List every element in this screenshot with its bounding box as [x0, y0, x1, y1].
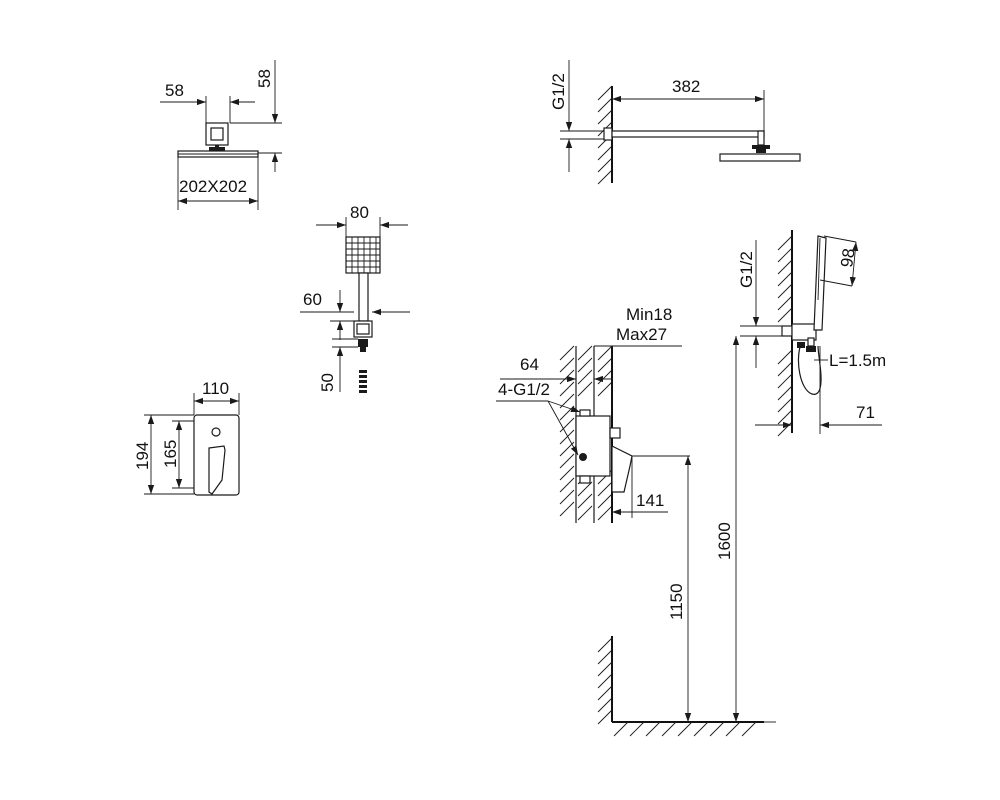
dim-hand-holder: 60 — [303, 290, 322, 309]
installation-heights: 1150 1600 — [597, 336, 776, 737]
valve-handle — [611, 445, 633, 493]
dim-valve-width: 64 — [520, 355, 539, 374]
dim-outlet-offset: 71 — [856, 403, 875, 422]
dim-outlet-hose-length: L=1.5m — [829, 351, 886, 370]
dim-outlet-height: 1600 — [715, 522, 734, 560]
dim-head-height: 58 — [255, 69, 274, 88]
dim-valve-projection: 141 — [636, 491, 664, 510]
dim-cover-height-outer: 194 — [133, 442, 152, 470]
wall-outlet-hand-shower — [813, 235, 827, 331]
dim-valve-height: 1150 — [667, 583, 686, 620]
wall-outlet-view: 98 L=1.5m 71 G1/2 — [737, 230, 886, 437]
shower-arm-view: 382 G1/2 — [549, 60, 801, 185]
dim-outlet-thread: G1/2 — [737, 251, 756, 288]
cover-plate-screw — [211, 427, 221, 437]
dim-outlet-handshower: 98 — [837, 247, 858, 268]
dim-arm-length: 382 — [672, 77, 700, 96]
valve-body — [575, 415, 611, 477]
dim-head-width: 58 — [165, 81, 184, 100]
valve-body-view: Min18 Max27 64 4-G1/2 141 — [496, 305, 690, 523]
cover-plate-handle — [208, 445, 226, 495]
hand-shower-view: 80 60 50 — [300, 203, 410, 393]
dim-cover-width: 110 — [202, 379, 229, 398]
wall-outlet-hose — [797, 343, 822, 395]
dim-head-plate: 202X202 — [179, 177, 247, 196]
dim-valve-connections: 4-G1/2 — [498, 380, 550, 399]
dim-cover-height-inner: 165 — [161, 440, 180, 468]
hand-shower-handle — [358, 272, 369, 322]
dim-arm-thread: G1/2 — [549, 73, 568, 110]
shower-arm-pipe — [611, 130, 765, 138]
shower-head-view: 58 58 202X202 — [160, 60, 282, 210]
dim-valve-max: Max27 — [616, 325, 667, 344]
dim-hand-connector: 50 — [318, 373, 337, 392]
shower-arm-head-plate — [719, 153, 801, 162]
mixer-cover-view: 110 194 165 — [133, 379, 240, 496]
dim-valve-min: Min18 — [626, 305, 672, 324]
dim-hand-width: 80 — [350, 203, 369, 222]
wall-outlet-elbow — [791, 323, 817, 341]
